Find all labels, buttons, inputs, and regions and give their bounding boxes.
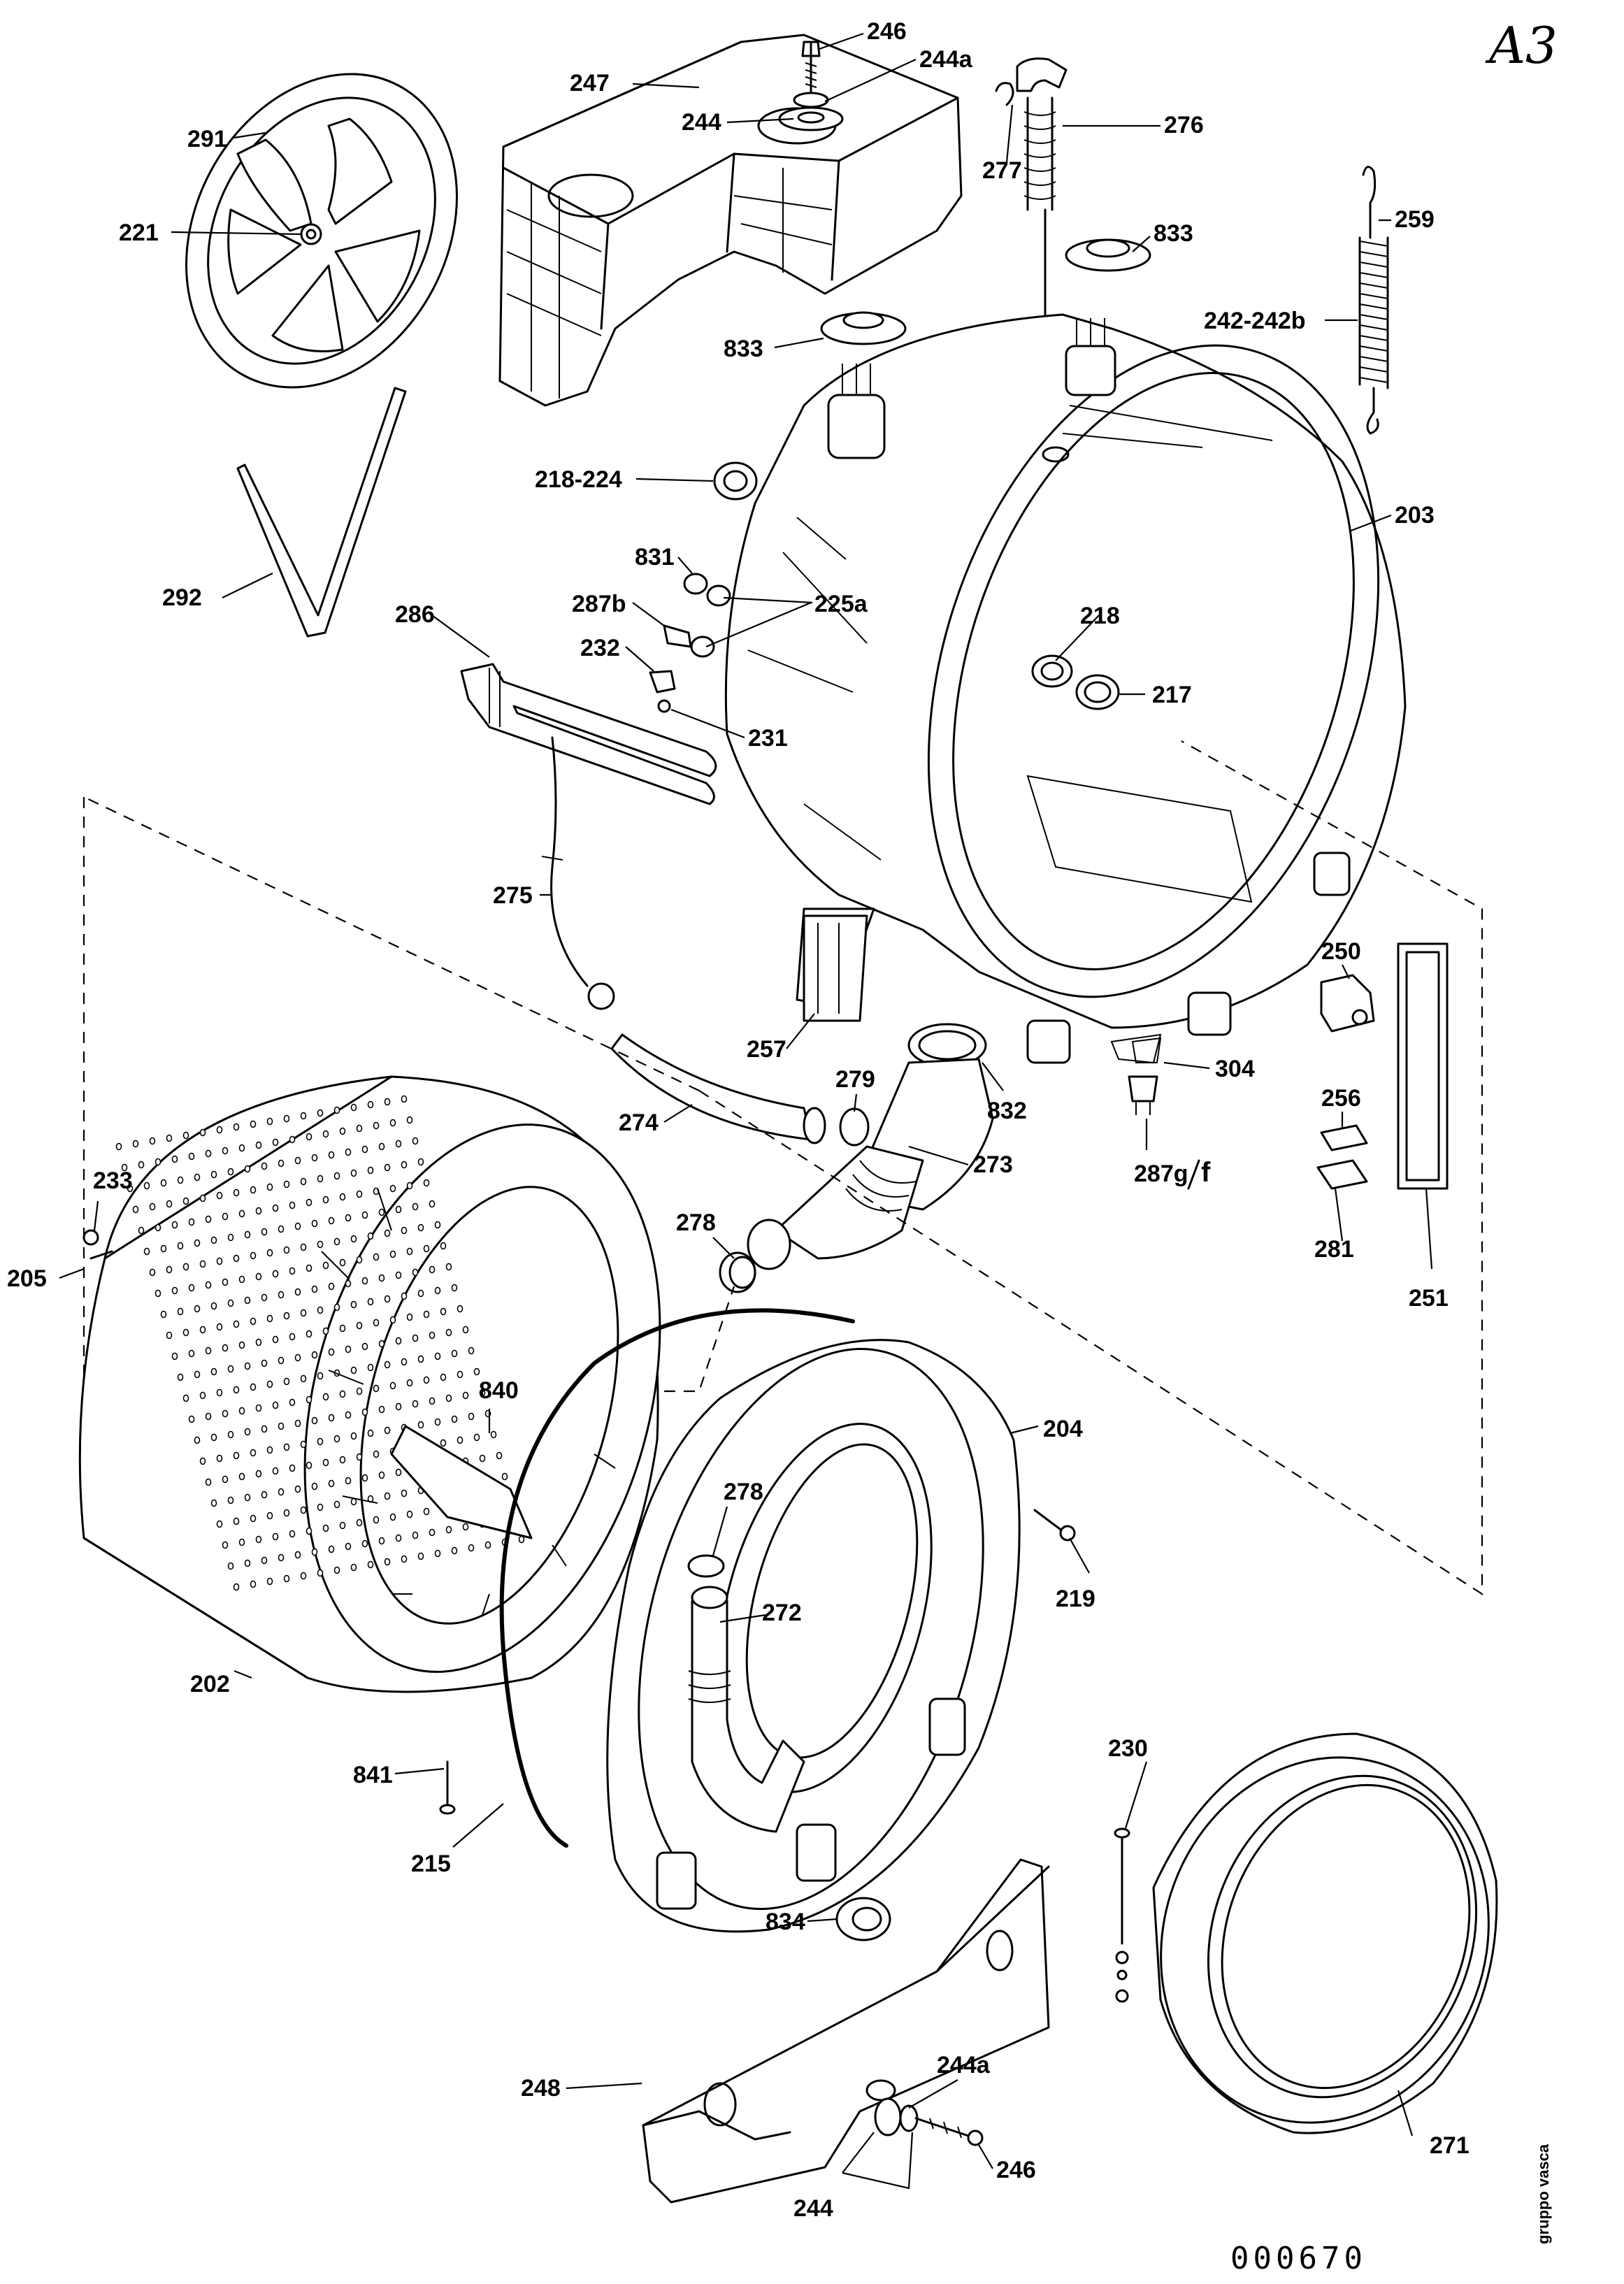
label-834: 834: [766, 1909, 805, 1935]
hose-clamp-278-top: [719, 1251, 756, 1293]
label-247: 247: [570, 70, 610, 96]
label-231: 231: [748, 725, 788, 752]
label-279: 279: [835, 1066, 875, 1093]
label-278-bottom: 278: [724, 1479, 763, 1505]
label-246-bottom: 246: [996, 2157, 1036, 2183]
label-244a-top: 244a: [919, 46, 973, 73]
label-225a: 225a: [814, 591, 868, 617]
screw-841: [439, 1760, 456, 1815]
drive-belt-292: [236, 387, 407, 638]
label-248: 248: [521, 2075, 561, 2102]
label-250: 250: [1321, 938, 1361, 965]
label-278-top: 278: [676, 1209, 716, 1236]
label-304: 304: [1215, 1056, 1255, 1082]
label-287g: 287g: [1134, 1161, 1188, 1187]
drum-perforations: [115, 1095, 525, 1591]
sensor-wire-275: [541, 736, 615, 1010]
sensor-parts-group: [649, 573, 731, 713]
clip-parts-group: [1316, 942, 1449, 1190]
label-831: 831: [635, 544, 675, 570]
lower-bolt-stack: [874, 2097, 984, 2146]
label-215: 215: [411, 1851, 451, 1877]
label-242-242b: 242-242b: [1204, 308, 1306, 334]
label-841: 841: [353, 1762, 393, 1788]
label-259: 259: [1395, 206, 1435, 233]
label-281: 281: [1314, 1236, 1354, 1263]
label-275: 275: [493, 882, 533, 909]
label-291: 291: [187, 126, 227, 152]
label-257: 257: [747, 1036, 786, 1063]
label-244a-bottom: 244a: [937, 2052, 991, 2078]
label-204: 204: [1043, 1416, 1083, 1442]
tank-bushing-833-left: [820, 311, 907, 345]
sump-hose-273: [747, 1023, 994, 1270]
leader-lines: [59, 32, 1433, 2190]
label-244-bottom: 244: [793, 2195, 833, 2222]
label-272: 272: [762, 1600, 802, 1626]
door-seal-271: [1152, 1732, 1498, 2134]
label-205: 205: [7, 1265, 47, 1292]
label-221: 221: [119, 220, 159, 246]
label-287b: 287b: [572, 591, 626, 617]
label-274: 274: [619, 1109, 659, 1136]
pulley-291: [185, 73, 458, 389]
drawing-number: 000670: [1230, 2241, 1367, 2276]
label-840: 840: [479, 1377, 519, 1404]
upper-counterweight-247: [498, 34, 963, 407]
label-246-top: 246: [867, 18, 907, 45]
label-202: 202: [190, 1671, 230, 1697]
drum-202: [78, 1075, 661, 1693]
label-233: 233: [93, 1168, 133, 1194]
door-bolt-230: [1114, 1827, 1130, 2003]
screw-219: [1033, 1509, 1076, 1542]
label-232: 232: [580, 635, 620, 661]
label-244-top: 244: [682, 109, 721, 136]
part-callouts: 246 244a 247 244 276 277 291 221 833 259…: [7, 18, 1469, 2222]
label-832: 832: [987, 1098, 1027, 1124]
label-273: 273: [973, 1151, 1013, 1178]
air-hose-274: [610, 1033, 826, 1144]
suspension-spring-242: [1358, 166, 1389, 435]
label-292: 292: [162, 584, 202, 611]
tank-seal-215: [499, 1308, 855, 1848]
label-218: 218: [1080, 603, 1120, 629]
lower-counterweight-248: [642, 1858, 1050, 2204]
label-271: 271: [1430, 2132, 1469, 2159]
label-203: 203: [1395, 502, 1435, 529]
label-287f: f: [1201, 1157, 1211, 1188]
hose-clamp-279: [839, 1107, 870, 1147]
label-286: 286: [395, 601, 435, 628]
label-217: 217: [1152, 682, 1192, 708]
label-277: 277: [982, 157, 1022, 184]
sheet-code: A3: [1485, 16, 1558, 75]
label-276: 276: [1164, 112, 1204, 138]
label-218-224: 218-224: [535, 466, 622, 493]
label-256: 256: [1321, 1085, 1361, 1112]
label-833-left: 833: [724, 336, 763, 362]
sensor-287g: [1128, 1037, 1162, 1115]
label-219: 219: [1056, 1586, 1095, 1612]
label-251: 251: [1409, 1285, 1449, 1312]
heating-element-286: [460, 663, 717, 805]
group-label: gruppo vasca: [1535, 2143, 1552, 2244]
label-230: 230: [1108, 1735, 1148, 1762]
label-833-right: 833: [1154, 220, 1193, 247]
sump-bracket-257: [803, 914, 868, 1022]
bushing-834: [835, 1897, 891, 1941]
overflow-hose-272: [687, 1554, 805, 1833]
bearing-218-224: [713, 461, 758, 501]
tank-bushing-833-right: [1065, 238, 1151, 272]
